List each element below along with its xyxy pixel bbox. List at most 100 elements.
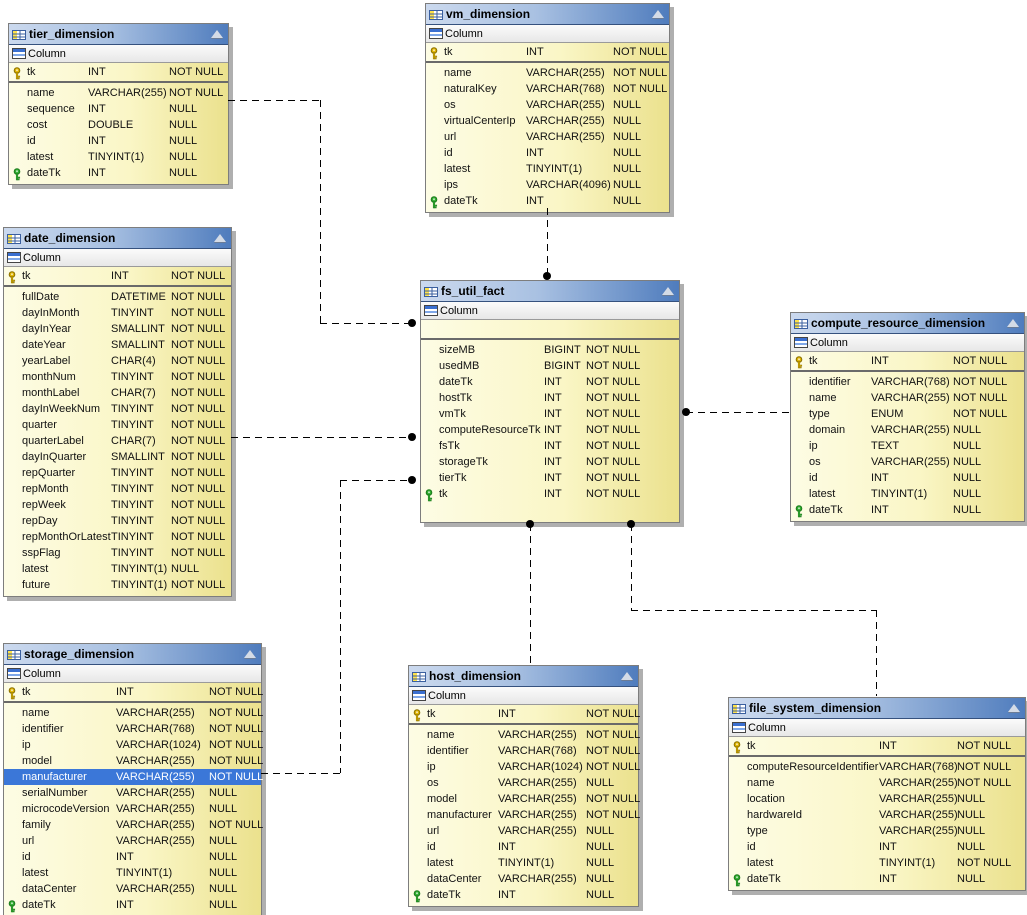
collapse-triangle-icon[interactable]	[214, 234, 226, 242]
column-section-header[interactable]: Column	[426, 25, 669, 43]
table-titlebar[interactable]: file_system_dimension	[729, 698, 1025, 719]
collapse-triangle-icon[interactable]	[244, 650, 256, 658]
relationship-line-fs_util_fact-to-file_system_dimension[interactable]	[876, 610, 877, 696]
collapse-triangle-icon[interactable]	[662, 287, 674, 295]
relationship-line-tier_dimension-to-fs_util_fact[interactable]	[320, 100, 321, 323]
relationship-line-storage_dimension-to-fs_util_fact[interactable]	[340, 480, 412, 481]
column-row-empty[interactable]	[421, 320, 679, 338]
relationship-line-fs_util_fact-to-host_dimension[interactable]	[530, 524, 531, 664]
table-titlebar[interactable]: compute_resource_dimension	[791, 313, 1024, 334]
relationship-line-vm_dimension-to-fs_util_fact[interactable]	[547, 208, 548, 276]
table-titlebar[interactable]: storage_dimension	[4, 644, 261, 665]
column-section-header[interactable]: Column	[729, 719, 1025, 737]
column-section-header[interactable]: Column	[9, 45, 228, 63]
table-titlebar[interactable]: vm_dimension	[426, 4, 669, 25]
collapse-triangle-icon[interactable]	[652, 10, 664, 18]
relationship-line-fs_util_fact-to-compute_resource_dimension[interactable]	[686, 412, 789, 413]
relationship-line-storage_dimension-to-fs_util_fact[interactable]	[340, 480, 341, 773]
relationship-line-tier_dimension-to-fs_util_fact[interactable]	[228, 100, 320, 101]
relationship-line-storage_dimension-to-fs_util_fact[interactable]	[261, 773, 340, 774]
table-titlebar[interactable]: fs_util_fact	[421, 281, 679, 302]
collapse-triangle-icon[interactable]	[1007, 319, 1019, 327]
table-titlebar[interactable]: tier_dimension	[9, 24, 228, 45]
collapse-triangle-icon[interactable]	[1008, 704, 1020, 712]
collapse-triangle-icon[interactable]	[621, 672, 633, 680]
column-section-header[interactable]: Column	[421, 302, 679, 320]
table-titlebar[interactable]: date_dimension	[4, 228, 231, 249]
